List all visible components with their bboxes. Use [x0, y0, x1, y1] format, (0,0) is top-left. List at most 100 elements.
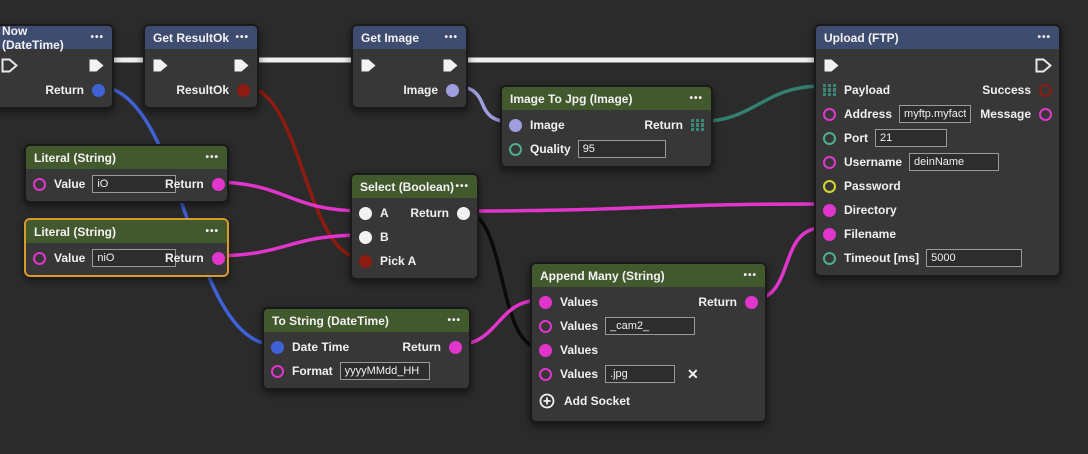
- node-menu-icon[interactable]: •••: [447, 314, 461, 326]
- node-menu-icon[interactable]: •••: [205, 151, 219, 163]
- node-get-resultok[interactable]: Get ResultOk•••ResultOk: [143, 24, 259, 109]
- remove-socket-icon[interactable]: ✕: [687, 365, 699, 382]
- return-output-socket-icon[interactable]: [745, 295, 758, 309]
- exec-pin-icon[interactable]: [1035, 58, 1052, 73]
- b-input-socket-icon[interactable]: [359, 230, 372, 244]
- exec-pin-icon[interactable]: [1, 58, 18, 73]
- timeout-ms-input-socket-icon[interactable]: [823, 251, 836, 265]
- data-wire[interactable]: [95, 84, 277, 347]
- node-literal-string-io[interactable]: Literal (String)•••ValueReturn: [24, 144, 229, 203]
- return-output-socket-icon[interactable]: [211, 177, 225, 191]
- values-field[interactable]: [605, 317, 696, 335]
- node-literal-string-nio[interactable]: Literal (String)•••ValueReturn: [24, 218, 229, 277]
- node-header[interactable]: To String (DateTime)•••: [264, 309, 469, 332]
- format-input-socket-icon[interactable]: [271, 364, 284, 378]
- return-output-socket-icon[interactable]: [449, 340, 462, 354]
- return-output-socket-icon[interactable]: [211, 251, 225, 265]
- port-row: Directory: [816, 198, 1059, 222]
- node-get-image[interactable]: Get Image••• Image: [351, 24, 468, 109]
- quality-label: Quality: [530, 142, 571, 156]
- date-time-input-socket-icon[interactable]: [271, 340, 284, 354]
- data-wire[interactable]: [211, 180, 364, 213]
- values-input-socket-icon[interactable]: [539, 367, 552, 381]
- data-wire[interactable]: [693, 84, 825, 124]
- node-menu-icon[interactable]: •••: [205, 225, 219, 237]
- values-input-socket-icon[interactable]: [539, 343, 552, 357]
- node-header[interactable]: Get ResultOk•••: [145, 26, 257, 49]
- node-header[interactable]: Append Many (String)•••: [532, 264, 765, 287]
- node-header[interactable]: Upload (FTP)•••: [816, 26, 1059, 49]
- data-wire[interactable]: [462, 202, 823, 213]
- node-menu-icon[interactable]: •••: [689, 92, 703, 104]
- node-menu-icon[interactable]: •••: [743, 269, 757, 281]
- data-wire[interactable]: [211, 233, 364, 258]
- exec-pin-connected-icon[interactable]: [233, 58, 250, 73]
- values-input-socket-icon[interactable]: [539, 295, 552, 309]
- add-socket-plus-icon[interactable]: [539, 393, 555, 409]
- node-header[interactable]: Select (Boolean)•••: [352, 175, 477, 198]
- message-output-socket-icon[interactable]: [1039, 107, 1052, 121]
- filename-input-socket-icon[interactable]: [823, 227, 836, 241]
- password-input-socket-icon[interactable]: [823, 179, 836, 193]
- payload-input-socket-icon[interactable]: [823, 83, 836, 97]
- username-field[interactable]: [909, 153, 1000, 171]
- node-menu-icon[interactable]: •••: [235, 31, 249, 43]
- values-label: Values: [560, 319, 599, 333]
- node-menu-icon[interactable]: •••: [90, 31, 104, 43]
- node-upload-ftp[interactable]: Upload (FTP)•••PayloadSuccessAddressMess…: [814, 24, 1061, 277]
- quality-input-socket-icon[interactable]: [509, 142, 522, 156]
- pick-a-input-socket-icon[interactable]: [359, 254, 372, 268]
- node-header[interactable]: Get Image•••: [353, 26, 466, 49]
- timeout-ms-field[interactable]: [926, 249, 1023, 267]
- success-output-socket-icon[interactable]: [1039, 83, 1052, 97]
- return-output-socket-icon[interactable]: [691, 118, 704, 132]
- a-input-socket-icon[interactable]: [359, 206, 372, 220]
- quality-field[interactable]: [577, 140, 666, 158]
- return-output-socket-icon[interactable]: [457, 206, 470, 220]
- add-socket-row[interactable]: Add Socket: [532, 386, 765, 416]
- port-field[interactable]: [875, 129, 947, 147]
- node-header[interactable]: Now (DateTime)•••: [0, 24, 112, 52]
- node-header[interactable]: Image To Jpg (Image)•••: [502, 87, 711, 110]
- exec-pin-connected-icon[interactable]: [360, 58, 377, 73]
- value-input-socket-icon[interactable]: [33, 251, 46, 265]
- values-input-socket-icon[interactable]: [539, 319, 552, 333]
- values-field[interactable]: [605, 365, 676, 383]
- exec-pin-connected-icon[interactable]: [88, 58, 105, 73]
- exec-pin-connected-icon[interactable]: [823, 58, 840, 73]
- directory-input-socket-icon[interactable]: [823, 203, 836, 217]
- node-menu-icon[interactable]: •••: [1037, 31, 1051, 43]
- format-field[interactable]: [339, 362, 430, 380]
- value-input-socket-icon[interactable]: [33, 177, 46, 191]
- exec-pin-connected-icon[interactable]: [442, 58, 459, 73]
- value-field[interactable]: [92, 175, 177, 193]
- add-socket-label[interactable]: Add Socket: [564, 394, 631, 408]
- data-wire[interactable]: [242, 84, 365, 261]
- value-field[interactable]: [92, 249, 177, 267]
- node-header[interactable]: Literal (String)•••: [26, 220, 227, 243]
- node-menu-icon[interactable]: •••: [455, 180, 469, 192]
- node-now-datetime[interactable]: Now (DateTime)•••Return: [0, 24, 114, 109]
- node-body: ValueReturn: [26, 243, 227, 275]
- exec-pin-connected-icon[interactable]: [152, 58, 169, 73]
- image-label: Image: [403, 83, 438, 97]
- address-input-socket-icon[interactable]: [823, 107, 836, 121]
- address-field[interactable]: [899, 105, 972, 123]
- return-output-socket-icon[interactable]: [92, 83, 105, 97]
- image-output-socket-icon[interactable]: [446, 83, 459, 97]
- node-menu-icon[interactable]: •••: [444, 31, 458, 43]
- image-input-socket-icon[interactable]: [509, 118, 522, 132]
- b-label: B: [380, 230, 389, 244]
- node-header[interactable]: Literal (String)•••: [26, 146, 227, 169]
- username-input-socket-icon[interactable]: [823, 155, 836, 169]
- resultok-output-socket-icon[interactable]: [237, 83, 250, 97]
- port-input-socket-icon[interactable]: [823, 131, 836, 145]
- message-label: Message: [980, 107, 1031, 121]
